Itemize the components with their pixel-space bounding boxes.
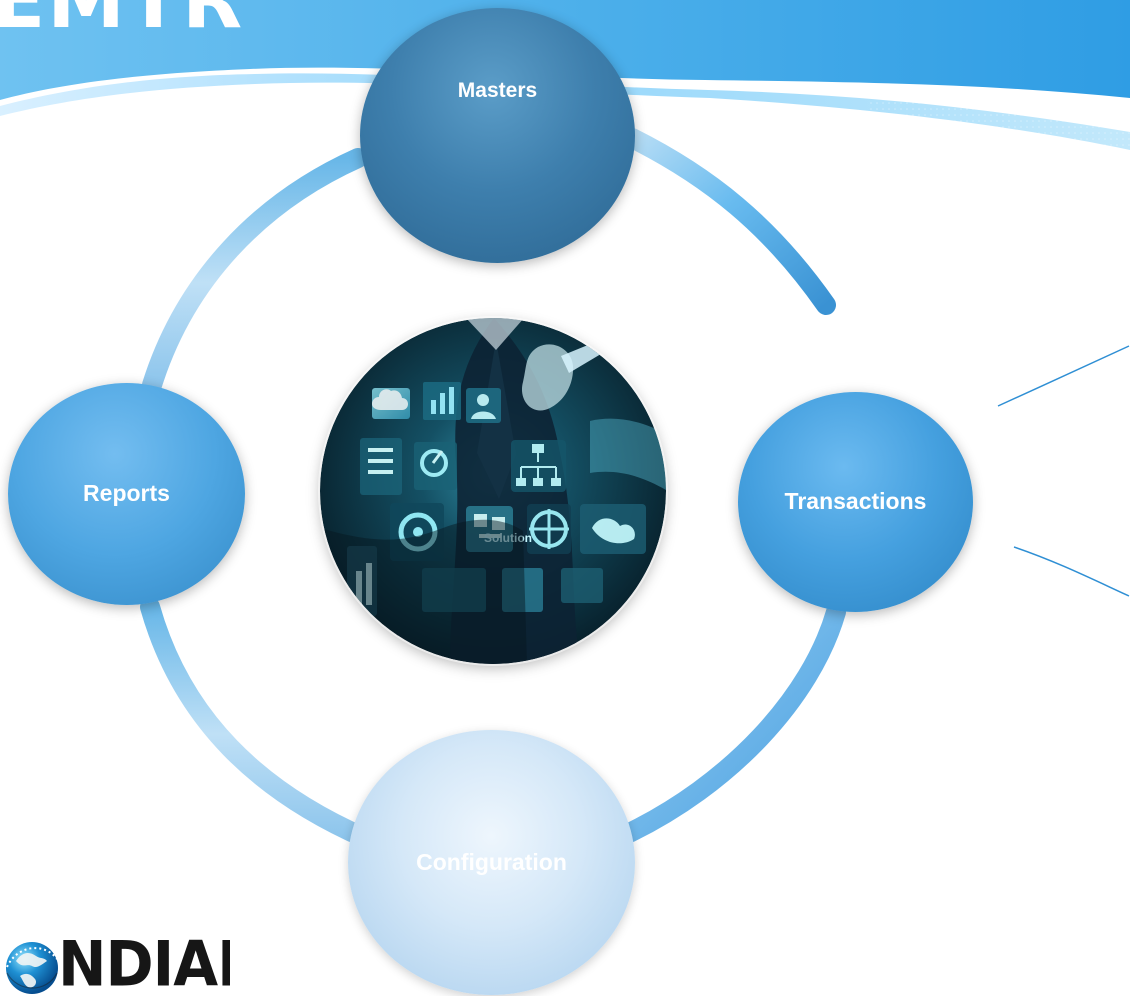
slide-title: EMTR [0, 0, 245, 46]
transactions-node[interactable]: Transactions [738, 392, 973, 612]
company-logo: NDIAL [0, 937, 230, 996]
cycle-ring [140, 128, 846, 848]
center-business-technology-image: Solution [320, 318, 666, 664]
configuration-label: Configuration [416, 848, 567, 875]
center-dashboard-icons [347, 382, 646, 616]
masters-node[interactable]: Masters [360, 8, 635, 263]
reports-node[interactable]: Reports [8, 383, 245, 605]
configuration-node[interactable]: Configuration [348, 730, 635, 995]
masters-label: Masters [457, 79, 538, 103]
reports-label: Reports [83, 480, 170, 507]
logo-wordmark: NDIAL [58, 937, 230, 996]
center-image-caption: Solution [484, 531, 532, 545]
transactions-label: Transactions [784, 488, 927, 515]
right-connector-lines [997, 345, 1130, 597]
globe-icon [6, 942, 58, 994]
